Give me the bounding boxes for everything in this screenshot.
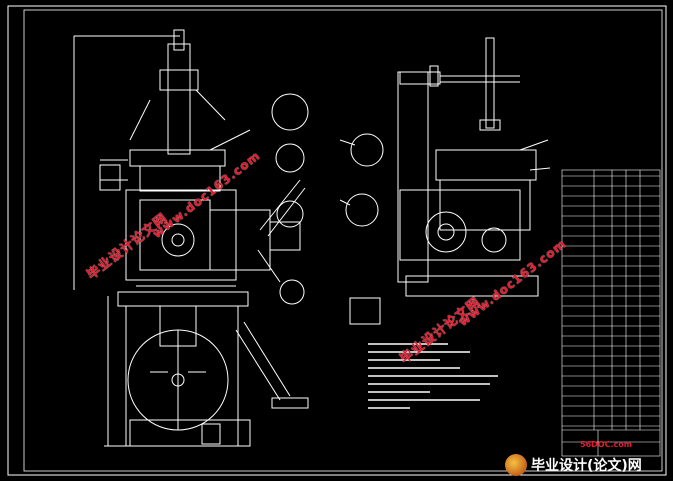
outer-frame	[7, 5, 667, 476]
detail-views	[271, 93, 384, 325]
side-view	[397, 37, 551, 297]
technical-notes	[368, 343, 498, 409]
parts-list-table	[561, 169, 661, 457]
inner-frame	[23, 9, 663, 472]
front-view	[73, 29, 306, 290]
top-view	[104, 291, 309, 447]
logo-icon	[505, 454, 527, 476]
footer-logo[interactable]: 毕业设计(论文)网	[505, 451, 671, 479]
site-mark-text: 56DOC.com	[580, 440, 633, 449]
logo-text: 毕业设计(论文)网	[531, 458, 642, 474]
